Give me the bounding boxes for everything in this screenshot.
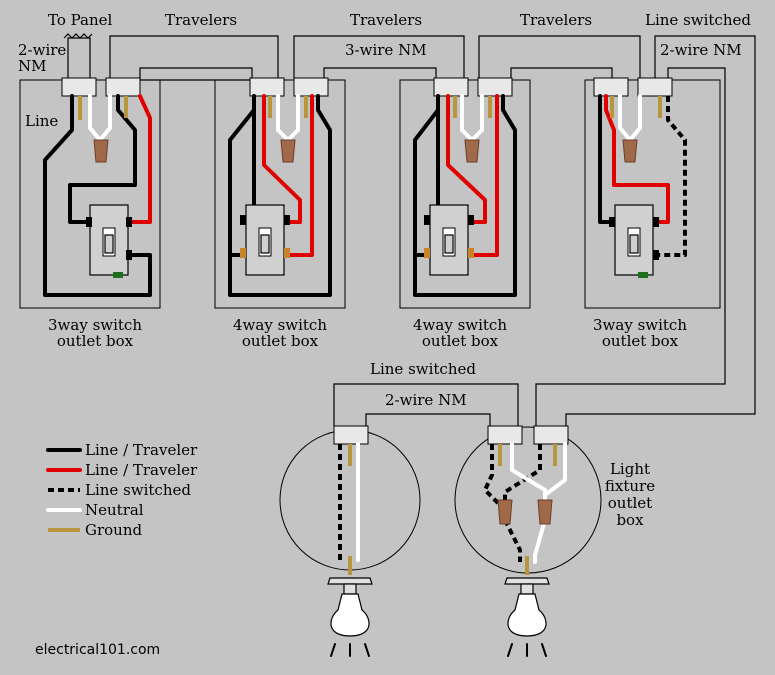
- label-travelers-2: Travelers: [350, 11, 422, 29]
- label-line-switched-mid: Line switched: [370, 360, 476, 378]
- label-line: Line: [25, 112, 58, 130]
- box4-title-1: 3way switch: [593, 316, 687, 334]
- label-travelers-3: Travelers: [520, 11, 592, 29]
- cable-line-switched-mid: [333, 383, 519, 426]
- cable-break-mark: [63, 33, 93, 39]
- clamps: [61, 77, 673, 445]
- label-to-panel: To Panel: [48, 11, 113, 29]
- legend-label-line-traveler-black: Line / Traveler: [85, 441, 198, 459]
- box3-wiring: [413, 94, 517, 297]
- fixture-title-3: outlet: [608, 494, 652, 512]
- label-travelers-1: Travelers: [165, 11, 237, 29]
- box3-title-2: outlet box: [422, 332, 499, 350]
- lamp-right: [504, 577, 550, 657]
- cable-two-wire-right: [535, 67, 726, 426]
- box1-wiring: [43, 94, 152, 297]
- cable-travelers-3: [478, 35, 641, 78]
- box2-wiring: [228, 94, 332, 297]
- box2-title-1: 4way switch: [233, 316, 327, 334]
- legend-label-line-traveler-red: Line / Traveler: [85, 461, 198, 479]
- label-line-switched-top: Line switched: [645, 11, 751, 29]
- cable-two-wire-mid: [365, 413, 491, 426]
- fixture-box-right: [454, 426, 602, 574]
- box1-title-1: 3way switch: [48, 316, 142, 334]
- legend-label-neutral: Neutral: [85, 501, 144, 519]
- label-three-wire-nm: 3-wire NM: [345, 41, 427, 59]
- fixture-title-2: fixture: [605, 477, 655, 495]
- site-credit: electrical101.com: [35, 642, 160, 658]
- cable-to-panel: [67, 37, 91, 95]
- fixture-right-wiring: [483, 442, 567, 575]
- fixture-title-1: Light: [610, 460, 650, 478]
- box4-title-2: outlet box: [602, 332, 679, 350]
- cable-travelers-1: [109, 35, 279, 81]
- labels: To Panel Travelers Travelers Travelers L…: [18, 11, 751, 658]
- label-two-wire-left-2: NM: [18, 57, 46, 75]
- label-two-wire-right: 2-wire NM: [660, 41, 742, 59]
- box3-title-1: 4way switch: [413, 316, 507, 334]
- legend: Line / Traveler Line / Traveler Line swi…: [46, 441, 198, 539]
- legend-label-line-switched: Line switched: [85, 481, 191, 499]
- lamp-left: [327, 577, 373, 657]
- cables: [63, 33, 756, 426]
- box2-title-2: outlet box: [242, 332, 319, 350]
- fixture-left-wiring: [338, 442, 360, 575]
- label-two-wire-left-1: 2-wire: [18, 41, 66, 59]
- box4-wiring: [598, 94, 687, 278]
- cable-line-switched-top: [565, 35, 756, 426]
- box1-title-2: outlet box: [57, 332, 134, 350]
- label-two-wire-mid: 2-wire NM: [385, 391, 467, 409]
- fixture-title-4: box: [616, 511, 644, 529]
- legend-label-ground: Ground: [85, 521, 143, 539]
- cable-travelers-2: [293, 35, 465, 78]
